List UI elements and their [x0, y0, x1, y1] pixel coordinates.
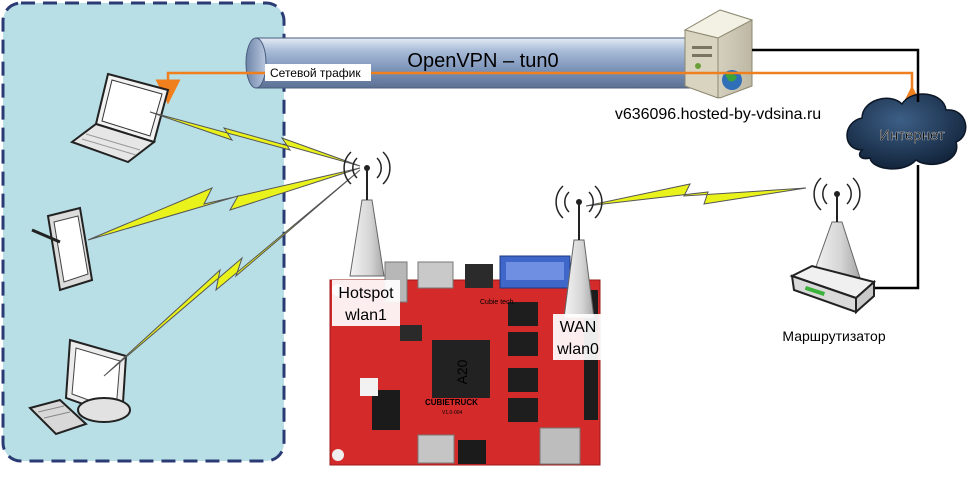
cubietruck-board: A20 Cubie tech CUBIETRUCK V1.0-004	[329, 255, 601, 466]
traffic-label: Сетевой трафик	[270, 66, 361, 80]
wan-interface: wlan0	[556, 341, 599, 358]
tablet-icon	[31, 206, 94, 292]
hotspot-label: Hotspot	[338, 285, 394, 302]
soc-chip	[432, 340, 490, 398]
tunnel-label: OpenVPN – tun0	[407, 50, 558, 72]
server-uplink	[752, 48, 920, 102]
laptop-icon	[69, 72, 170, 164]
antenna-icon	[343, 151, 391, 277]
board-brand: Cubie tech	[480, 299, 514, 306]
traffic-arrow	[155, 71, 925, 111]
board-model: CUBIETRUCK	[425, 398, 478, 407]
lan-zone	[1, 1, 286, 463]
router-label: Маршрутизатор	[782, 328, 885, 344]
internet-label: Интернет	[879, 127, 945, 144]
wan-label: WAN	[560, 319, 597, 336]
desktop-pc-icon	[28, 338, 131, 436]
server-hostname: v636096.hosted-by-vdsina.ru	[615, 106, 821, 123]
antenna-icon	[555, 185, 603, 319]
wireless-link-icon	[87, 111, 807, 377]
board-version: V1.0-004	[442, 410, 463, 416]
cloud-icon	[846, 93, 967, 170]
router-uplink	[872, 165, 920, 290]
hotspot-interface: wlan1	[344, 307, 387, 324]
router-icon	[789, 177, 877, 315]
soc-chip-label: A20	[454, 359, 470, 384]
server-icon	[683, 9, 754, 99]
